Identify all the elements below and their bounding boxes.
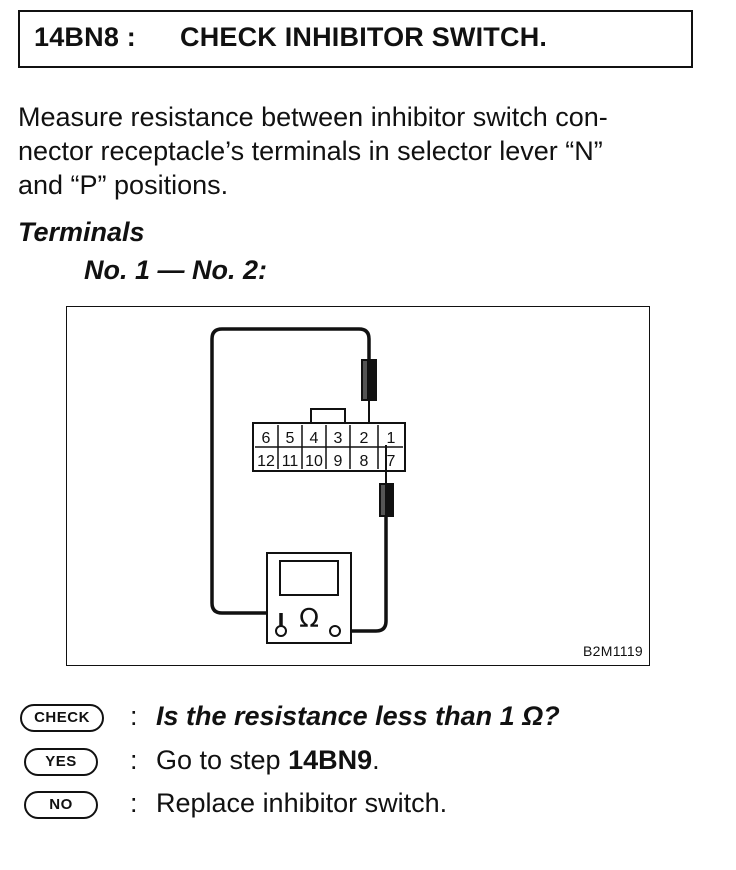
figure-code: B2M1119: [583, 643, 643, 659]
instruction-text: Measure resistance between inhibitor swi…: [18, 100, 708, 202]
step-id: 14BN8 :: [34, 22, 136, 52]
step-header-box: 14BN8 : CHECK INHIBITOR SWITCH.: [18, 10, 693, 68]
terminals-heading: Terminals: [18, 217, 145, 247]
terminal-3: 3: [334, 430, 343, 447]
terminal-1: 1: [387, 430, 396, 447]
terminal-8: 8: [360, 453, 369, 470]
terminal-10: 10: [305, 453, 323, 470]
terminal-7: 7: [387, 453, 396, 470]
terminal-2: 2: [360, 430, 369, 447]
left-lead-wire: [210, 327, 371, 615]
right-lead-wire: [335, 517, 388, 633]
yes-row: YES : Go to step 14BN9.: [18, 744, 718, 780]
connector-dividers: [277, 425, 379, 469]
terminals-value: No. 1 — No. 2:: [84, 255, 268, 285]
ohm-symbol: Ω: [299, 604, 319, 634]
yes-next-step: 14BN9: [288, 745, 373, 775]
yes-colon: :: [130, 745, 138, 775]
yes-action: Go to step 14BN9.: [156, 745, 380, 776]
instruction-line: Measure resistance between inhibitor swi…: [18, 102, 608, 132]
check-badge: CHECK: [20, 704, 104, 732]
yes-action-suffix: .: [372, 745, 380, 775]
ohmmeter-display: [279, 560, 339, 596]
check-row: CHECK : Is the resistance less than 1 Ω?: [18, 700, 718, 736]
diagram-drawing: 6 5 4 3 2 1 12 11 10 9 8 7 Ω: [210, 327, 406, 644]
meter-terminal-right: [329, 625, 341, 637]
terminal-11: 11: [282, 453, 299, 470]
no-action: Replace inhibitor switch.: [156, 788, 448, 818]
no-row: NO : Replace inhibitor switch.: [18, 787, 718, 823]
terminal-12: 12: [257, 453, 275, 470]
instruction-line: nector receptacle’s terminals in selecto…: [18, 136, 603, 166]
meter-terminal-left: [275, 625, 287, 637]
terminal-5: 5: [286, 430, 295, 447]
terminal-9: 9: [334, 453, 343, 470]
terminal-6: 6: [262, 430, 271, 447]
check-colon: :: [130, 701, 138, 731]
no-colon: :: [130, 788, 138, 818]
measurement-diagram: 6 5 4 3 2 1 12 11 10 9 8 7 Ω B2M1119: [66, 306, 650, 666]
yes-action-prefix: Go to step: [156, 745, 289, 775]
connector-latch: [310, 408, 346, 424]
terminal-4: 4: [310, 430, 319, 447]
yes-badge: YES: [24, 748, 98, 776]
step-title: CHECK INHIBITOR SWITCH.: [180, 22, 548, 52]
instruction-line: and “P” positions.: [18, 170, 229, 200]
check-question: Is the resistance less than 1 Ω?: [156, 701, 560, 731]
no-badge: NO: [24, 791, 98, 819]
